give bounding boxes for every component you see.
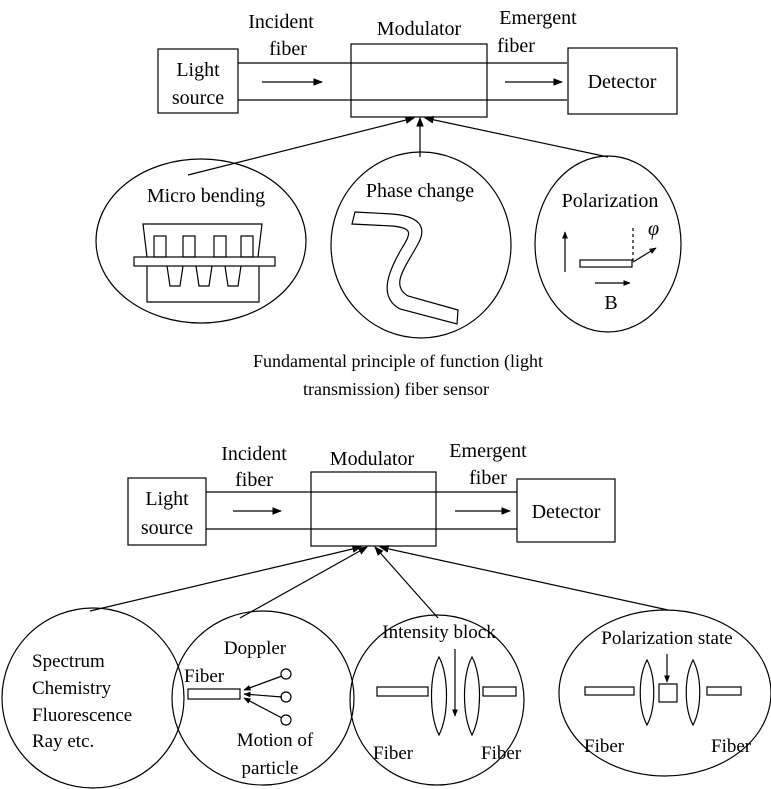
polarizer-square xyxy=(658,683,678,703)
incident-fiber-label-2: fiber xyxy=(269,38,307,60)
intensity-fiber-left xyxy=(376,686,429,697)
arrow-polstate-to-mod xyxy=(379,545,669,611)
pol-fiber-left-label: Fiber xyxy=(584,736,625,757)
polarization-circle: Polarization φ B xyxy=(534,155,682,333)
light-source-box xyxy=(157,48,239,114)
intensity-fiber-left-label: Fiber xyxy=(373,743,414,764)
phase-change-circle: Phase change xyxy=(330,151,512,339)
angle-arrow xyxy=(632,247,657,263)
particle-2 xyxy=(280,691,292,703)
intensity-fiber-right-label: Fiber xyxy=(481,743,522,764)
pol-fiber-right xyxy=(706,686,742,696)
spectrum-circle: Spectrum Chemistry Fluorescence Ray etc. xyxy=(1,607,185,789)
emergent-fiber2-label-2: fiber xyxy=(469,467,507,489)
spectrum-line-1: Spectrum xyxy=(32,651,105,672)
polarization-label: Polarization xyxy=(562,190,659,212)
pol-fiber-left xyxy=(584,686,635,696)
intensity-block-circle: Intensity block Fiber Fiber xyxy=(349,614,525,786)
phase-change-label: Phase change xyxy=(366,180,474,202)
pol-lens-left xyxy=(639,658,655,727)
detector2-label: Detector xyxy=(532,501,601,523)
spectrum-line-2: Chemistry xyxy=(32,678,112,699)
arrow-intensity-to-mod xyxy=(374,546,439,619)
arrow-pol-to-modulator xyxy=(424,116,609,158)
pol-fiber-right-label: Fiber xyxy=(711,736,752,757)
doppler-circle: Doppler Fiber Motion of particle xyxy=(171,610,355,786)
bent-fiber-icon xyxy=(351,211,459,325)
light-source-label-2: source xyxy=(172,87,224,109)
caption-line-1: Fundamental principle of function (light xyxy=(253,351,543,372)
caption-line-2: transmission) fiber sensor xyxy=(303,379,489,400)
detector-box-2 xyxy=(516,478,616,543)
modulator-label: Modulator xyxy=(377,18,462,40)
b-label: B xyxy=(604,292,617,314)
modulator2-label: Modulator xyxy=(330,448,415,470)
particle-1 xyxy=(280,668,292,680)
modulator-box xyxy=(350,43,488,118)
micro-bending-label: Micro bending xyxy=(147,185,265,207)
doppler-fiber xyxy=(187,688,241,700)
incident-fiber-label-1: Incident xyxy=(248,11,314,33)
pol-lens-right xyxy=(685,658,701,727)
spectrum-line-4: Ray etc. xyxy=(32,731,94,752)
motion-label-2: particle xyxy=(242,758,299,779)
doppler-fiber-label: Fiber xyxy=(184,666,225,687)
emergent-fiber-label-2: fiber xyxy=(497,35,535,57)
detector-label: Detector xyxy=(588,71,657,93)
polarizer-plate xyxy=(579,259,633,268)
arrow-doppler-to-mod xyxy=(239,546,368,619)
polarization-state-label: Polarization state xyxy=(601,628,732,649)
arrow-spectrum-to-mod xyxy=(89,545,362,612)
emergent-fiber2-label-1: Emergent xyxy=(449,440,527,462)
arrow-micro-to-modulator xyxy=(187,116,415,176)
incident-fiber2-label-2: fiber xyxy=(235,469,273,491)
light-source-label-1: Light xyxy=(176,59,220,81)
lens-left xyxy=(430,655,448,737)
diagram-function-fiber-sensor: Light source Incident fiber Modulator Em… xyxy=(95,7,682,400)
micro-bending-circle: Micro bending xyxy=(95,158,307,324)
modulator-box-2 xyxy=(310,471,437,547)
intensity-block-label: Intensity block xyxy=(382,622,496,643)
spectrum-line-3: Fluorescence xyxy=(32,705,132,726)
motion-label-1: Motion of xyxy=(237,730,314,751)
lens-right xyxy=(463,655,481,737)
phi-symbol: φ xyxy=(648,218,659,240)
emergent-fiber-label-1: Emergent xyxy=(499,7,577,29)
particle-3 xyxy=(280,714,292,726)
diagram-transmission-fiber-sensor: Light source Incident fiber Modulator Em… xyxy=(1,440,771,789)
micro-bending-clamp-icon xyxy=(133,223,276,303)
incident-fiber2-label-1: Incident xyxy=(221,443,287,465)
light-source-box-2 xyxy=(127,477,207,546)
light-source2-label-2: source xyxy=(141,517,193,539)
polarization-state-circle: Polarization state Fiber Fiber xyxy=(558,609,771,777)
detector-box xyxy=(567,47,678,115)
doppler-label: Doppler xyxy=(224,638,287,659)
intensity-fiber-right xyxy=(482,686,517,697)
light-source2-label-1: Light xyxy=(145,488,189,510)
